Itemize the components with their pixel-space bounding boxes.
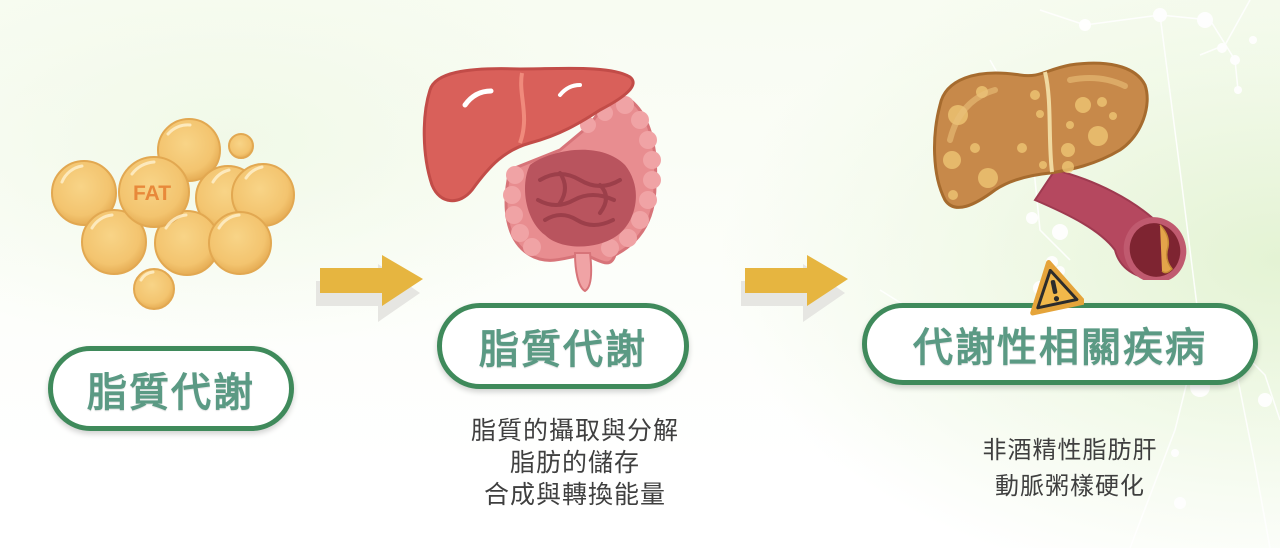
description-line: 脂肪的儲存 xyxy=(509,448,640,477)
warning-icon xyxy=(1030,260,1084,316)
right-arrow-icon xyxy=(741,255,848,322)
fat-label: FAT xyxy=(133,182,171,205)
description-line: 非酒精性脂肪肝 xyxy=(982,436,1158,464)
stage-lipid-metabolism-pill-1: 脂質代謝 xyxy=(48,346,294,431)
stage-3-description: 非酒精性脂肪肝 動脈粥樣硬化 xyxy=(925,432,1215,504)
description-line: 脂質的攝取與分解 xyxy=(470,416,679,445)
liver-and-intestines-illustration xyxy=(422,66,661,293)
fatty-liver-and-artery-illustration xyxy=(933,61,1187,280)
right-arrow-icon xyxy=(316,255,423,322)
stage-2-description: 脂質的攝取與分解 脂肪的儲存 合成與轉換能量 xyxy=(430,415,720,511)
pill-title: 脂質代謝 xyxy=(479,327,647,373)
fat-droplets-illustration: FAT xyxy=(51,118,295,310)
pill-title: 脂質代謝 xyxy=(87,369,255,416)
description-line: 合成與轉換能量 xyxy=(483,480,666,509)
pill-title: 代謝性相關疾病 xyxy=(913,325,1207,371)
stage-lipid-metabolism-pill-2: 脂質代謝 xyxy=(437,303,689,389)
description-line: 動脈粥樣硬化 xyxy=(995,472,1145,500)
